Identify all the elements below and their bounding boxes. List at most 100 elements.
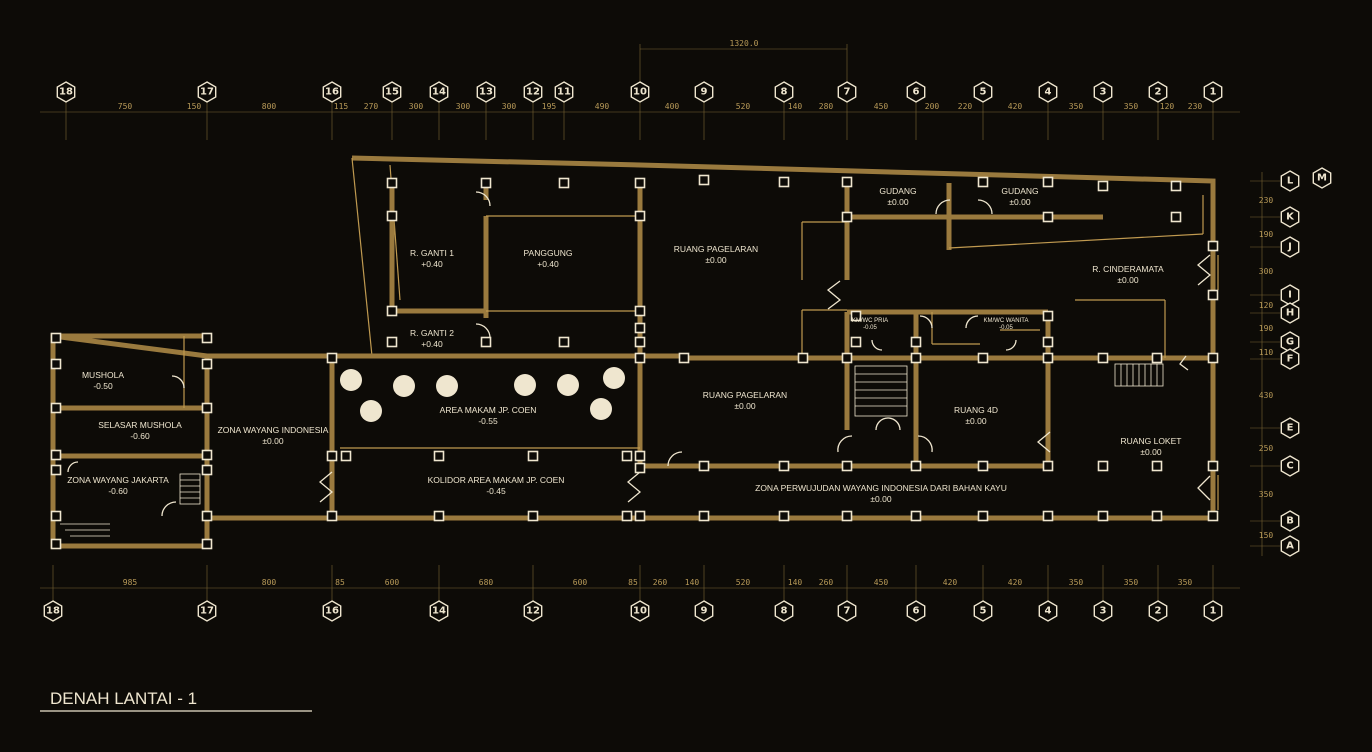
- grid-bubble-bottom-12-label: 12: [526, 606, 540, 617]
- room-name: KM/WC PRIA: [852, 318, 888, 324]
- room-name: GUDANG: [879, 186, 916, 196]
- room-label: RUANG PAGELARAN±0.00: [674, 244, 758, 265]
- grid-bubble-top-2-label: 2: [1155, 87, 1162, 98]
- room-name: GUDANG: [1001, 186, 1038, 196]
- room-level: +0.40: [537, 259, 559, 269]
- right-dimension: 230: [1259, 196, 1274, 205]
- top-dimension: 450: [874, 102, 889, 111]
- grid-bubble-top-9: 9: [694, 81, 714, 103]
- drawing-title: DENAH LANTAI - 1: [40, 689, 312, 712]
- room-level: -0.05: [863, 325, 877, 331]
- column: [841, 352, 853, 364]
- room-name: RUANG LOKET: [1121, 436, 1182, 446]
- column: [1151, 460, 1163, 472]
- column: [1207, 240, 1219, 252]
- grid-bubble-bottom-12: 12: [523, 600, 543, 622]
- grid-bubble-top-3-label: 3: [1100, 87, 1107, 98]
- grid-bubble-right-I: I: [1280, 284, 1300, 306]
- top-dimension: 490: [595, 102, 610, 111]
- room-name: RUANG 4D: [954, 405, 998, 415]
- bottom-dimension: 985: [123, 578, 138, 587]
- column: [634, 352, 646, 364]
- column: [1042, 310, 1054, 322]
- grid-bubble-right-L: L: [1280, 170, 1300, 192]
- grid-bubble-right-C-label: C: [1286, 461, 1293, 472]
- room-label: R. GANTI 1+0.40: [410, 248, 454, 269]
- grid-bubble-bottom-1-label: 1: [1210, 606, 1217, 617]
- grid-bubble-top-18: 18: [56, 81, 76, 103]
- column: [841, 510, 853, 522]
- column: [50, 510, 62, 522]
- column: [386, 305, 398, 317]
- grid-bubble-bottom-1: 1: [1203, 600, 1223, 622]
- grid-bubble-bottom-10: 10: [630, 600, 650, 622]
- column: [1097, 180, 1109, 192]
- column: [1042, 336, 1054, 348]
- grid-bubble-top-1-label: 1: [1210, 87, 1217, 98]
- column: [621, 450, 633, 462]
- column: [433, 450, 445, 462]
- top-dimension: 120: [1160, 102, 1175, 111]
- interior-walls: [329, 183, 1219, 518]
- top-dimension: 230: [1188, 102, 1203, 111]
- column: [678, 352, 690, 364]
- top-dimension: 150: [187, 102, 202, 111]
- column: [433, 510, 445, 522]
- grid-bubble-top-11: 11: [554, 81, 574, 103]
- column: [201, 332, 213, 344]
- top-dimension: 400: [665, 102, 680, 111]
- columns: [50, 174, 1219, 550]
- grid-bubble-bottom-6-label: 6: [913, 606, 920, 617]
- grid-bubble-right-E: E: [1280, 417, 1300, 439]
- bottom-dimension: 140: [788, 578, 803, 587]
- bottom-dimension: 800: [262, 578, 277, 587]
- grid-bubble-bottom-14-label: 14: [432, 606, 446, 617]
- column: [558, 177, 570, 189]
- room-level: ±0.00: [1117, 275, 1138, 285]
- grid-bubble-top-11-label: 11: [557, 87, 571, 98]
- top-dimension: 280: [819, 102, 834, 111]
- room-name: R. GANTI 2: [410, 328, 454, 338]
- room-level: +0.40: [421, 339, 443, 349]
- grid-bubble-right-G-label: G: [1286, 337, 1294, 348]
- bottom-dimension: 600: [573, 578, 588, 587]
- column: [698, 510, 710, 522]
- grid-bubble-right-A: A: [1280, 535, 1300, 557]
- grid-bubble-right-H: H: [1280, 302, 1300, 324]
- column: [698, 460, 710, 472]
- column: [977, 352, 989, 364]
- column: [1042, 510, 1054, 522]
- room-level: ±0.00: [870, 494, 891, 504]
- right-dimension: 430: [1259, 391, 1274, 400]
- grid-bubble-top-10: 10: [630, 81, 650, 103]
- right-dimension: 110: [1259, 348, 1274, 357]
- room-name: MUSHOLA: [82, 370, 124, 380]
- grid-bubble-top-17: 17: [197, 81, 217, 103]
- grid-bubble-top-7: 7: [837, 81, 857, 103]
- top-dimension: 220: [958, 102, 973, 111]
- top-dimension: 270: [364, 102, 379, 111]
- column: [1097, 352, 1109, 364]
- column: [1042, 176, 1054, 188]
- room-label: AREA MAKAM JP. COEN-0.55: [440, 405, 537, 426]
- grid-bubble-top-4: 4: [1038, 81, 1058, 103]
- room-level: ±0.00: [262, 436, 283, 446]
- grid-bubble-bottom-8: 8: [774, 600, 794, 622]
- grid-bubble-bottom-6: 6: [906, 600, 926, 622]
- grid-bubble-top-15-label: 15: [385, 87, 399, 98]
- grid-bubble-right-J-label: J: [1287, 242, 1292, 253]
- room-level: ±0.00: [965, 416, 986, 426]
- column: [634, 177, 646, 189]
- grid-bubble-right-K: K: [1280, 206, 1300, 228]
- room-level: ±0.00: [887, 197, 908, 207]
- grid-bubble-top-14-label: 14: [432, 87, 446, 98]
- column: [340, 450, 352, 462]
- grid-bubble-bottom-4-label: 4: [1045, 606, 1052, 617]
- grid-bubble-right-L-label: L: [1287, 176, 1294, 187]
- room-name: ZONA WAYANG JAKARTA: [67, 475, 169, 485]
- column: [634, 322, 646, 334]
- column: [797, 352, 809, 364]
